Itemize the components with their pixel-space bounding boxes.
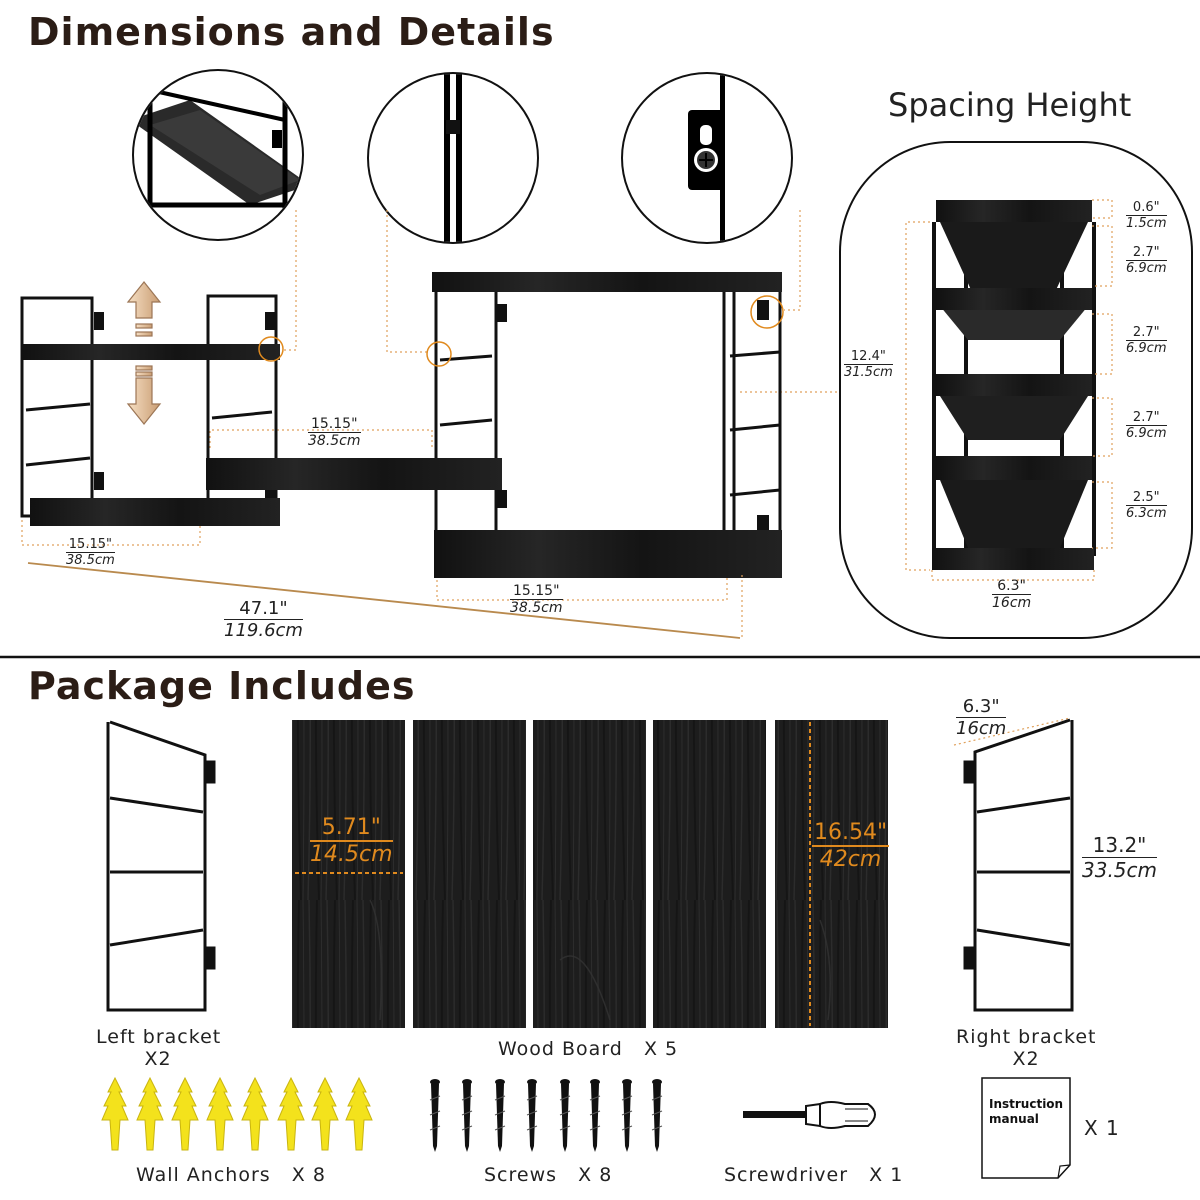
wall-anchors	[101, 1076, 373, 1151]
package-title: Package Includes	[28, 664, 416, 708]
instruction-manual-drawing	[981, 1077, 1071, 1179]
right-bracket-label: Right bracket X2	[956, 1026, 1097, 1070]
board-length-dim: 16.54"42cm	[812, 820, 890, 872]
right-bracket-drawing	[963, 718, 1074, 1012]
detail-circle-shelf-corner	[132, 69, 304, 241]
bracket-depth-dim: 6.3"16cm	[956, 696, 1007, 739]
assembled-shelf-unit	[20, 272, 784, 640]
board-width-dim: 5.71"14.5cm	[310, 815, 393, 867]
gap-dim-1: 0.6"1.5cm	[1126, 200, 1167, 231]
gap-dim-5: 2.5"6.3cm	[1126, 490, 1167, 521]
right-width-dim: 15.15"38.5cm	[510, 583, 563, 616]
total-width-dim: 47.1"119.6cm	[224, 598, 303, 641]
middle-width-dim: 15.15"38.5cm	[308, 416, 361, 449]
left-width-dim: 15.15"38.5cm	[66, 537, 115, 568]
total-height-dim: 12.4"31.5cm	[844, 349, 893, 380]
gap-dim-2: 2.7"6.9cm	[1126, 245, 1167, 276]
left-bracket-drawing	[106, 720, 216, 1012]
bracket-height-dim: 13.2"33.5cm	[1082, 833, 1158, 882]
wall-anchors-label: Wall Anchors X 8	[136, 1164, 326, 1186]
spacing-height-title: Spacing Height	[888, 86, 1132, 124]
screwdriver-label: Screwdriver X 1	[724, 1164, 904, 1186]
screwdriver-drawing	[743, 1101, 876, 1129]
spacing-depth-dim: 6.3"16cm	[992, 578, 1032, 611]
gap-dim-4: 2.7"6.9cm	[1126, 410, 1167, 441]
leader-lines	[21, 210, 840, 601]
adjust-arrow	[126, 281, 162, 425]
left-bracket-label: Left bracket X2	[96, 1026, 222, 1070]
detail-circle-mount-hole	[621, 72, 793, 244]
spacing-height-panel	[839, 141, 1193, 639]
screws-label: Screws X 8	[484, 1164, 613, 1186]
wood-board-label: Wood Board X 5	[498, 1038, 679, 1060]
gap-dim-3: 2.7"6.9cm	[1126, 325, 1167, 356]
screws	[429, 1078, 663, 1153]
detail-circle-frame	[367, 72, 539, 244]
dimensions-title: Dimensions and Details	[28, 10, 555, 54]
wood-boards	[292, 720, 888, 1028]
manual-text: Instruction manual	[989, 1097, 1064, 1126]
manual-qty: X 1	[1084, 1116, 1120, 1140]
